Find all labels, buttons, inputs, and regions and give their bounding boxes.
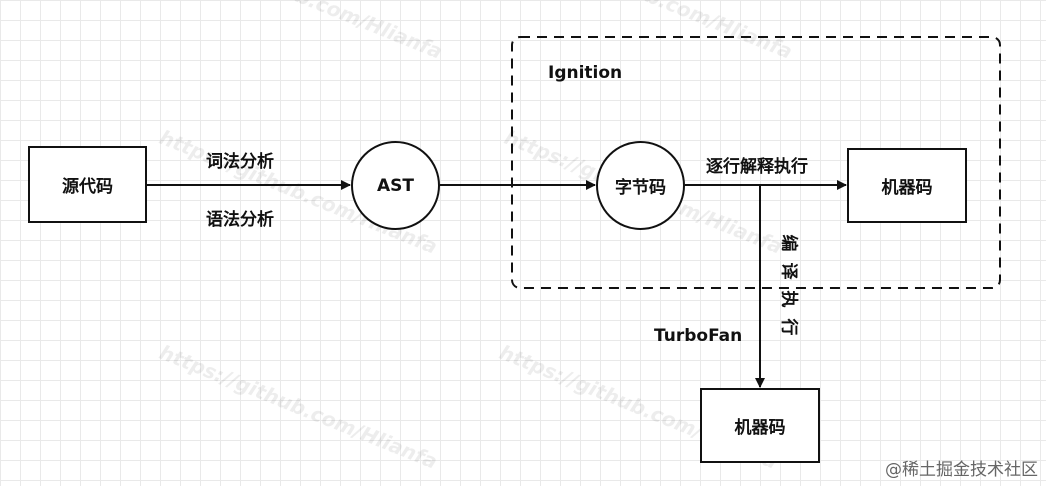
edge-label-compile-char: 执 — [778, 290, 799, 308]
edge-label-compile: 编 译 执 行 — [779, 229, 799, 341]
edge-label-turbofan: TurboFan — [654, 326, 743, 346]
node-machine-code-top: 机器码 — [847, 148, 967, 223]
edge-label-lexical: 词法分析 — [206, 152, 274, 172]
node-machine-code-bottom: 机器码 — [700, 388, 820, 463]
edge-label-interpret: 逐行解释执行 — [706, 157, 808, 177]
edge-label-compile-char: 行 — [778, 318, 799, 336]
edge-label-compile-char: 编 — [778, 234, 799, 252]
node-source-code: 源代码 — [28, 146, 147, 223]
ignition-group-label: Ignition — [548, 63, 623, 83]
site-credit: @稀土掘金技术社区 — [885, 460, 1038, 480]
ignition-group-border — [511, 36, 1001, 289]
node-bytecode: 字节码 — [596, 141, 685, 230]
edge-label-syntax: 语法分析 — [206, 210, 274, 230]
edge-label-compile-char: 译 — [778, 262, 799, 280]
node-ast: AST — [351, 141, 440, 230]
